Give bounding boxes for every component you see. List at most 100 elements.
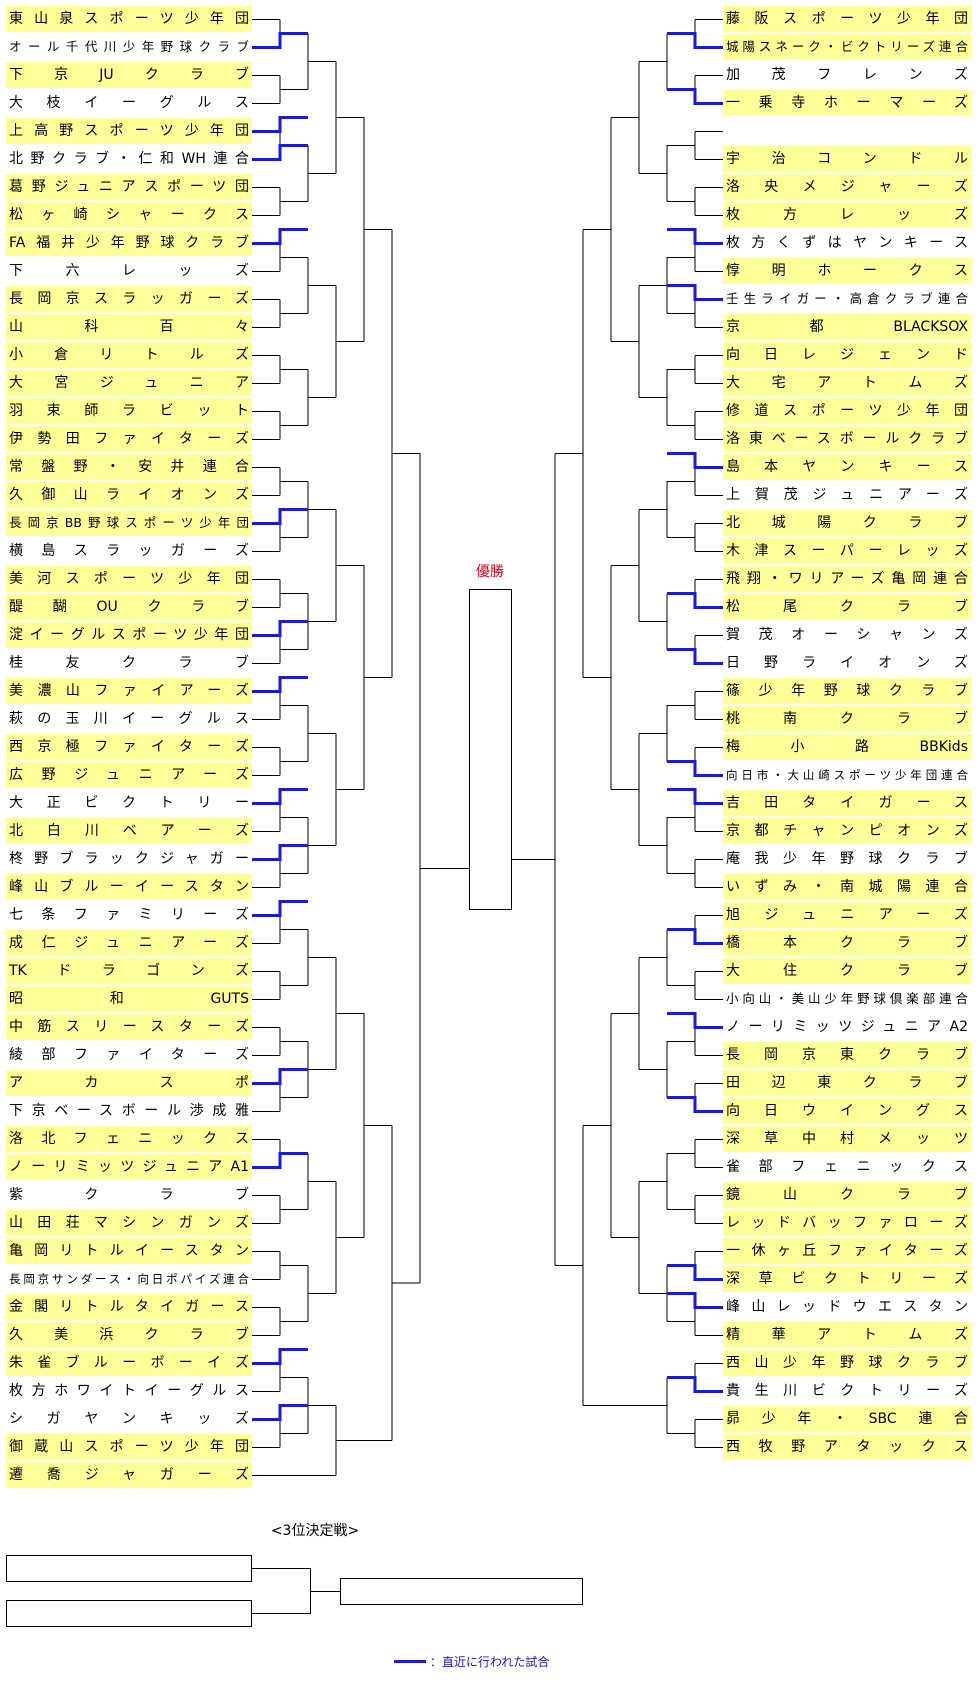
left-team-name: 洛北フェニックス — [9, 1131, 249, 1147]
right-team-slot: 小向山・美山少年野球倶楽部連合 — [723, 986, 971, 1012]
right-team-slot: 枚方レッズ — [723, 202, 971, 228]
left-team-name: 淀イーグルスポーツ少年団 — [9, 627, 249, 643]
left-recent-match-line — [252, 1348, 308, 1365]
left-team-slot: 常盤野・安井連合 — [6, 454, 252, 480]
left-team-slot: 枚方ホワイトイーグルス — [6, 1378, 252, 1404]
left-recent-match-line — [252, 1152, 308, 1169]
right-team-name: 惇明ホークス — [726, 263, 968, 279]
right-team-slot: 壬生ライガー・高倉クラブ連合 — [723, 286, 971, 312]
left-team-name: 下六レッズ — [9, 263, 249, 279]
right-team-name: 城陽スネーク・ビクトリーズ連合 — [726, 39, 968, 54]
left-team-name: 常盤野・安井連合 — [9, 459, 249, 475]
right-team-name: 西牧野アタックス — [726, 1439, 968, 1455]
right-team-name: いずみ・南城陽連合 — [726, 879, 968, 895]
left-team-slot: 峰山ブルーイースタン — [6, 874, 252, 900]
third-place-winner-slot — [340, 1578, 583, 1605]
left-recent-match-line — [252, 676, 308, 693]
right-team-name: 田辺東クラブ — [726, 1075, 968, 1091]
left-team-slot: 久御山ライオンズ — [6, 482, 252, 508]
left-team-name: 桂友クラブ — [9, 655, 249, 671]
right-team-slot: 賀茂オーシャンズ — [723, 622, 971, 648]
left-team-name: 山科百々 — [9, 319, 249, 335]
right-team-name: 島本ヤンキース — [726, 459, 968, 475]
right-team-name: 向日レジェンド — [726, 347, 968, 363]
right-team-slot: 洛東ベースボールクラブ — [723, 426, 971, 452]
left-team-name: 葛野ジュニアスポーツ団 — [9, 179, 249, 195]
left-recent-match-line — [252, 844, 308, 861]
left-team-slot: 横島スラッガーズ — [6, 538, 252, 564]
left-team-name: 大枝イーグルス — [9, 95, 249, 111]
left-team-name: 大宮ジュニア — [9, 375, 249, 391]
right-team-slot: 藤阪スポーツ少年団 — [723, 6, 971, 32]
right-team-slot: 西山少年野球クラブ — [723, 1350, 971, 1376]
left-team-name: 長岡京スラッガーズ — [9, 291, 249, 307]
right-team-name: 長岡京東クラブ — [726, 1047, 968, 1063]
left-team-name: 山田荘マシンガンズ — [9, 1215, 249, 1231]
right-team-name: 西山少年野球クラブ — [726, 1355, 968, 1371]
right-team-slot: 西牧野アタックス — [723, 1434, 971, 1460]
right-recent-match-line — [667, 228, 723, 245]
right-team-name: 京都チャンピオンズ — [726, 823, 968, 839]
left-team-slot: 醍醐OUクラブ — [6, 594, 252, 620]
right-recent-match-line — [667, 88, 723, 105]
left-team-name: 久御山ライオンズ — [9, 487, 249, 503]
left-team-slot: 北白川ベアーズ — [6, 818, 252, 844]
left-team-slot: 萩の玉川イーグルス — [6, 706, 252, 732]
right-recent-match-line — [667, 1292, 723, 1309]
right-team-slot: 修道スポーツ少年団 — [723, 398, 971, 424]
legend-text: ：直近に行われた試合 — [430, 1655, 550, 1669]
left-team-name: 亀岡リトルイースタン — [9, 1243, 249, 1259]
left-recent-match-line — [252, 32, 308, 49]
right-team-slot: 飛翔・ワリアーズ亀岡連合 — [723, 566, 971, 592]
right-team-name: レッドバッファローズ — [726, 1215, 968, 1231]
right-team-name: 旭ジュニアーズ — [726, 907, 968, 923]
left-team-slot: 柊野ブラックジャガー — [6, 846, 252, 872]
right-team-name: 精華アトムズ — [726, 1327, 968, 1343]
left-team-slot: 山田荘マシンガンズ — [6, 1210, 252, 1236]
right-team-name: 洛東ベースボールクラブ — [726, 431, 968, 447]
right-team-name: 北城陽クラブ — [726, 515, 968, 531]
left-team-slot: 金閣リトルタイガース — [6, 1294, 252, 1320]
right-team-slot: 木津スーパーレッズ — [723, 538, 971, 564]
right-team-name: 藤阪スポーツ少年団 — [726, 11, 968, 27]
right-team-name: 加茂フレンズ — [726, 67, 968, 83]
left-team-name: 成仁ジュニアーズ — [9, 935, 249, 951]
left-recent-match-line — [252, 1068, 308, 1085]
right-recent-match-line — [667, 760, 723, 777]
left-team-name: 長岡京サンダース・向日ポパイズ連合 — [9, 1272, 249, 1286]
left-team-slot: 下京JUクラブ — [6, 62, 252, 88]
left-team-slot: 伊勢田ファイターズ — [6, 426, 252, 452]
left-team-name: 小倉リトルズ — [9, 347, 249, 363]
left-team-name: 北白川ベアーズ — [9, 823, 249, 839]
left-team-name: 紫クラブ — [9, 1187, 249, 1203]
third-place-title: <3位決定戦> — [270, 1523, 360, 1539]
right-team-name: 日野ライオンズ — [726, 655, 968, 671]
right-recent-match-line — [667, 284, 723, 301]
right-team-slot: 吉田タイガース — [723, 790, 971, 816]
right-team-name: 賀茂オーシャンズ — [726, 627, 968, 643]
right-team-name: 向日ウイングス — [726, 1103, 968, 1119]
right-team-name: 宇治コンドル — [726, 151, 968, 167]
left-team-slot: ノーリミッツジュニアA1 — [6, 1154, 252, 1180]
right-team-slot: 深草中村メッツ — [723, 1126, 971, 1152]
right-team-slot: 京都BLACKSOX — [723, 314, 971, 340]
right-team-name: 飛翔・ワリアーズ亀岡連合 — [726, 571, 968, 587]
right-recent-match-line — [667, 592, 723, 609]
left-recent-match-line — [252, 788, 308, 805]
right-team-name: 上賀茂ジュニアーズ — [726, 487, 968, 503]
right-team-name: 貴生川ビクトリーズ — [726, 1383, 968, 1399]
left-recent-match-line — [252, 1404, 308, 1421]
right-recent-match-line — [667, 1264, 723, 1281]
legend-recent-match-swatch — [394, 1660, 426, 1663]
left-team-name: 羽束師ラビット — [9, 403, 249, 419]
right-team-name: 梅小路BBKids — [726, 739, 968, 755]
third-place-connector — [252, 1568, 340, 1614]
right-team-slot: レッドバッファローズ — [723, 1210, 971, 1236]
left-team-name: 美河スポーツ少年団 — [9, 571, 249, 587]
left-team-name: 美濃山ファイアーズ — [9, 683, 249, 699]
right-team-slot: 精華アトムズ — [723, 1322, 971, 1348]
left-team-slot: 松ヶ崎シャークス — [6, 202, 252, 228]
right-team-slot: 城陽スネーク・ビクトリーズ連合 — [723, 34, 971, 60]
left-team-slot: 御蔵山スポーツ少年団 — [6, 1434, 252, 1460]
